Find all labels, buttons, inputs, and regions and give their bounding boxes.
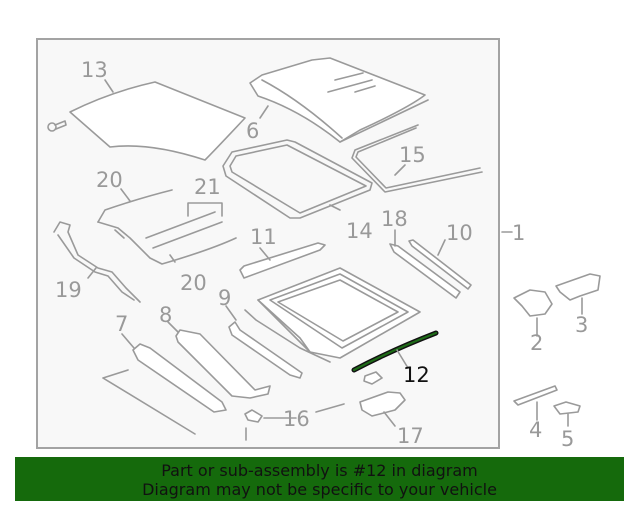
callout-2[interactable]: 2 — [530, 331, 543, 355]
callout-21[interactable]: 21 — [194, 175, 221, 199]
callout-10[interactable]: 10 — [446, 221, 473, 245]
callout-labels: 13 6 15 20 21 14 18 10 11 19 20 9 8 7 12… — [55, 58, 588, 451]
callout-19[interactable]: 19 — [55, 278, 82, 302]
callout-18[interactable]: 18 — [381, 207, 408, 231]
part-14-seal[interactable] — [222, 139, 373, 219]
part-18-rail[interactable] — [389, 243, 461, 299]
callout-8[interactable]: 8 — [159, 303, 172, 327]
part-20-seal-upper[interactable] — [97, 189, 237, 265]
banner-line-2: Diagram may not be specific to your vehi… — [142, 480, 497, 499]
callout-13[interactable]: 13 — [81, 58, 108, 82]
part-6-roof-panel[interactable] — [249, 57, 429, 143]
part-17-motor[interactable] — [359, 391, 406, 417]
part-21-strips[interactable] — [145, 202, 223, 249]
part-13-glass-panel[interactable] — [69, 81, 246, 161]
part-11-deflector[interactable] — [239, 242, 326, 279]
part-9-rail[interactable] — [228, 309, 331, 379]
leader-lines — [87, 79, 583, 427]
part-2-bracket[interactable] — [513, 289, 553, 317]
callout-1-assembly[interactable]: 1 — [512, 221, 525, 245]
part-5-clip[interactable] — [553, 401, 581, 415]
part-16-cap[interactable] — [244, 403, 345, 441]
callout-5[interactable]: 5 — [561, 427, 574, 451]
part-clip[interactable] — [363, 371, 383, 385]
callout-3[interactable]: 3 — [575, 313, 588, 337]
part-8-trim[interactable] — [175, 329, 271, 399]
part-sunroof-frame[interactable] — [257, 267, 421, 359]
part-3-bracket[interactable] — [555, 273, 601, 301]
callout-4[interactable]: 4 — [529, 418, 542, 442]
part-10-rail[interactable] — [408, 239, 472, 290]
part-7-shade[interactable] — [132, 343, 227, 413]
bolt-icon — [47, 120, 67, 132]
info-banner: Part or sub-assembly is #12 in diagram D… — [15, 457, 624, 501]
callout-11[interactable]: 11 — [250, 225, 277, 249]
callout-16[interactable]: 16 — [283, 407, 310, 431]
callout-12-highlighted[interactable]: 12 — [403, 363, 430, 387]
callout-14[interactable]: 14 — [346, 219, 373, 243]
banner-line-1: Part or sub-assembly is #12 in diagram — [161, 461, 478, 480]
callout-7[interactable]: 7 — [115, 312, 128, 336]
part-19-bracket[interactable] — [53, 221, 141, 303]
part-12-highlighted[interactable] — [351, 330, 439, 373]
part-4-strip[interactable] — [513, 385, 558, 406]
callout-17[interactable]: 17 — [397, 424, 424, 448]
part-15-seal[interactable] — [351, 124, 483, 193]
callout-20-upper[interactable]: 20 — [96, 168, 123, 192]
callout-9[interactable]: 9 — [218, 286, 231, 310]
callout-20-lower[interactable]: 20 — [180, 271, 207, 295]
part-rod[interactable] — [102, 369, 196, 435]
callout-6[interactable]: 6 — [246, 119, 259, 143]
callout-15[interactable]: 15 — [399, 143, 426, 167]
